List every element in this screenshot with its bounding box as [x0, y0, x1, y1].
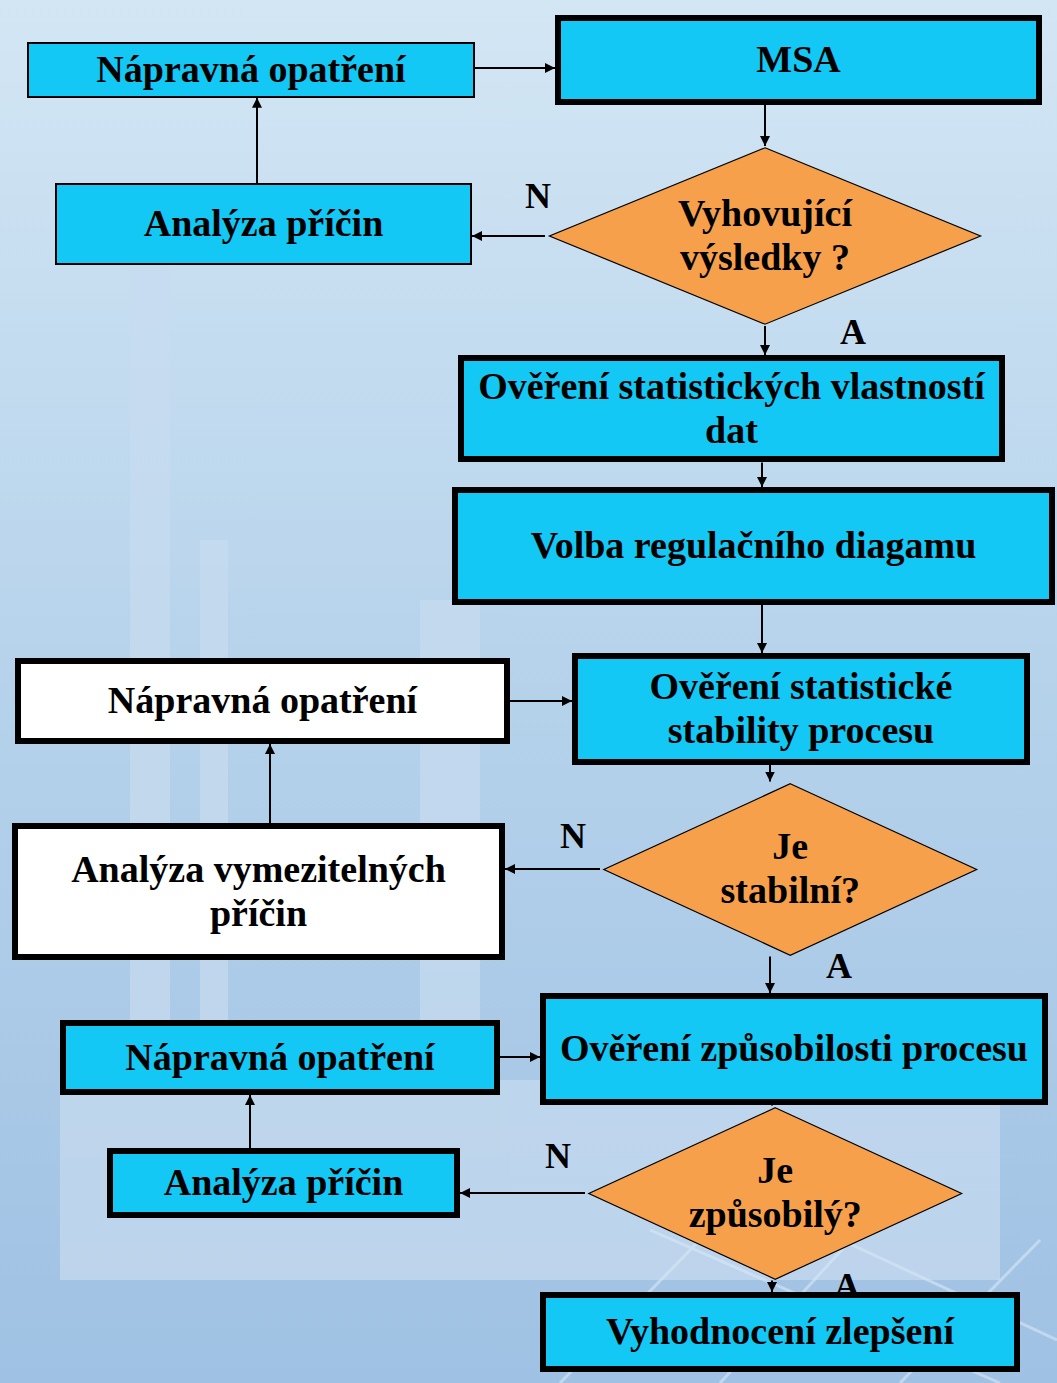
flow-arrow: [761, 462, 763, 487]
branch-label: N: [525, 178, 551, 214]
flow-arrow: [500, 1056, 540, 1058]
node-text: Vyhovující výsledky ?: [678, 192, 852, 279]
flow-arrow: [510, 700, 572, 702]
branch-label: A: [826, 948, 852, 984]
node-text: Ověření statistické stability procesu: [588, 665, 1014, 752]
node-text: Nápravná opatření: [96, 48, 405, 92]
flow-arrow: [460, 1192, 585, 1194]
flow-arrow: [505, 868, 600, 870]
process-box: Vyhodnocení zlepšení: [540, 1292, 1020, 1372]
node-text: Vyhodnocení zlepšení: [606, 1310, 954, 1354]
process-box: Analýza příčin: [55, 183, 472, 265]
process-box: Ověření statistických vlastností dat: [458, 355, 1005, 462]
branch-label: N: [560, 818, 586, 854]
branch-label: N: [545, 1138, 571, 1174]
flow-arrow: [761, 605, 763, 653]
decision-diamond: Vyhovující výsledky ?: [545, 146, 985, 326]
flow-arrow: [269, 744, 271, 823]
branch-label: A: [834, 1268, 860, 1304]
process-box: Analýza příčin: [107, 1148, 460, 1218]
node-text: Analýza vymezitelných příčin: [28, 848, 489, 935]
process-box: Ověření statistické stability procesu: [572, 653, 1030, 765]
decision-diamond: Je stabilní?: [600, 782, 981, 957]
node-text: Analýza příčin: [144, 202, 384, 246]
node-text: Nápravná opatření: [125, 1036, 434, 1080]
flow-arrow: [771, 1281, 773, 1293]
node-text: Nápravná opatření: [108, 679, 417, 723]
node-text: Je způsobilý?: [689, 1149, 862, 1236]
process-box: Ověření způsobilosti procesu: [540, 993, 1048, 1105]
flow-arrow: [249, 1095, 251, 1148]
flow-arrow: [256, 98, 258, 183]
flow-arrow: [764, 326, 766, 355]
node-text: Ověření statistických vlastností dat: [474, 365, 989, 452]
process-box: Analýza vymezitelných příčin: [12, 823, 505, 960]
process-box: Nápravná opatření: [27, 42, 475, 98]
flow-arrow: [769, 957, 771, 994]
node-text: Je stabilní?: [721, 825, 860, 912]
decision-diamond: Je způsobilý?: [585, 1106, 966, 1281]
flow-arrow: [769, 765, 771, 782]
node-text: Analýza příčin: [164, 1161, 404, 1205]
flow-arrow: [475, 67, 555, 69]
flow-arrow: [764, 105, 766, 146]
process-box: Volba regulačního diagamu: [452, 487, 1055, 605]
flow-arrow: [472, 235, 545, 237]
process-box: Nápravná opatření: [15, 658, 510, 744]
branch-label: A: [840, 314, 866, 350]
node-text: MSA: [756, 38, 840, 82]
process-box: MSA: [555, 15, 1042, 105]
process-box: Nápravná opatření: [60, 1020, 500, 1095]
node-text: Volba regulačního diagamu: [531, 524, 977, 568]
node-text: Ověření způsobilosti procesu: [560, 1027, 1028, 1071]
